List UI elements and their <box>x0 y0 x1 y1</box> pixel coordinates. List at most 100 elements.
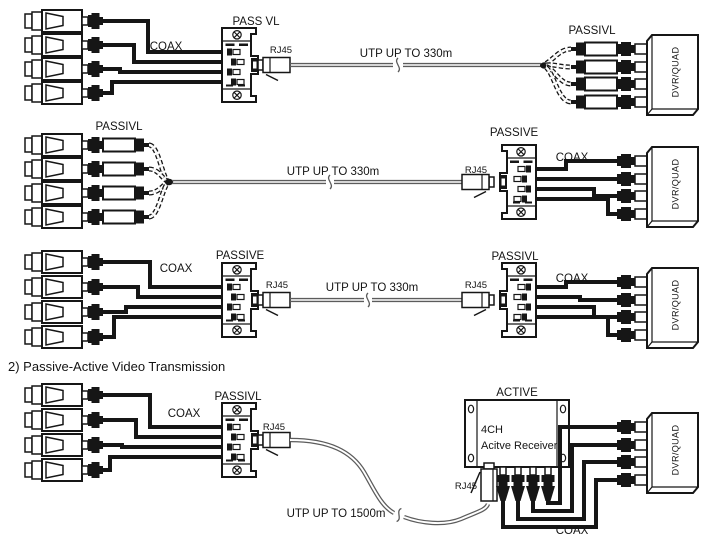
row4-passive-active: 4CH Acitve Receiver COAX PASSIVL RJ45 UT… <box>24 383 699 537</box>
dvr-quad-icon <box>616 267 699 349</box>
cable-break-icon <box>395 57 401 73</box>
camera-icon <box>24 33 104 57</box>
label-rj45: RJ45 <box>465 165 487 176</box>
coax-cable <box>103 43 214 64</box>
section-heading: 2) Passive-Active Video Transmission <box>8 359 225 374</box>
pigtail-balun-icon <box>102 185 150 201</box>
balun-4ch-icon <box>499 262 545 338</box>
label-dvr-quad: DVR/QUAD <box>671 47 681 98</box>
rj45-plug-icon <box>470 462 498 502</box>
coax-cable <box>544 159 619 171</box>
camera-icon <box>24 408 104 432</box>
bnc-plug-icon <box>510 466 526 502</box>
pigtail-balun-icon <box>570 41 618 57</box>
receiver-line1: 4CH <box>481 424 503 436</box>
rj45-plug-icon <box>257 431 291 457</box>
coax-cable <box>103 80 214 95</box>
label-coax: COAX <box>160 263 193 275</box>
camera-icon <box>24 81 104 105</box>
camera-icon <box>24 57 104 81</box>
twisted-pair <box>148 183 169 219</box>
label-rj45: RJ45 <box>266 280 288 291</box>
cable-splice-point <box>164 178 174 186</box>
rj45-plug-icon <box>461 291 495 317</box>
screw-hole-icon <box>467 453 475 463</box>
camera-icon <box>24 250 104 274</box>
coax-cable <box>544 280 619 289</box>
row1-passive-passive-coax-tx: COAX PASS VL RJ45 UTP UP TO 330m PASSIVL… <box>24 9 699 116</box>
label-tx-balun: PASSIVL <box>214 391 262 403</box>
coax-cable <box>544 197 619 216</box>
camera-icon <box>24 383 104 407</box>
label-coax: COAX <box>150 41 183 53</box>
pigtail-balun-icon <box>570 94 618 110</box>
rj45-plug-icon <box>257 56 291 82</box>
bnc-plug-icon <box>540 466 556 502</box>
balun-4ch-icon <box>499 144 545 220</box>
camera-icon <box>24 325 104 349</box>
dvr-quad-icon <box>616 34 699 116</box>
label-dvr-quad: DVR/QUAD <box>671 425 681 476</box>
coax-cable <box>544 315 619 337</box>
pigtail-balun-icon <box>102 161 150 177</box>
camera-icon <box>24 300 104 324</box>
balun-4ch-icon <box>213 402 259 478</box>
screw-hole-icon <box>559 404 567 414</box>
label-active: ACTIVE <box>496 387 538 399</box>
pigtail-balun-icon <box>102 137 150 153</box>
label-rj45: RJ45 <box>455 481 477 492</box>
label-rx-balun: PASSIVL <box>568 25 616 37</box>
label-tx-balun: PASSIVL <box>95 121 143 133</box>
coax-cable <box>103 443 214 449</box>
twisted-pair <box>545 66 572 104</box>
coax-cable <box>501 478 619 529</box>
camera-icon <box>24 157 104 181</box>
camera-icon <box>24 433 104 457</box>
label-rx-balun: PASSIVL <box>491 251 539 263</box>
coax-cable <box>103 418 214 439</box>
coax-cable <box>531 443 619 513</box>
label-coax: COAX <box>556 525 589 537</box>
label-utp: UTP UP TO 330m <box>326 282 418 294</box>
coax-cable <box>103 285 214 299</box>
coax-cable <box>546 425 619 505</box>
row2-passive-passive-coax-rx: PASSIVL UTP UP TO 330m RJ45 PASSIVE COAX… <box>24 121 699 229</box>
label-rj45: RJ45 <box>270 45 292 56</box>
label-coax: COAX <box>168 408 201 420</box>
cable-break-icon <box>394 507 404 523</box>
pigtail-balun-icon <box>570 76 618 92</box>
coax-cable <box>103 455 214 472</box>
label-utp: UTP UP TO 330m <box>287 166 379 178</box>
coax-cable <box>103 305 214 314</box>
label-rj45: RJ45 <box>263 422 285 433</box>
coax-cable <box>103 67 214 74</box>
receiver-line2: Acitve Receiver <box>481 440 558 452</box>
camera-icon <box>24 205 104 229</box>
label-tx-balun: PASSIVE <box>216 250 265 262</box>
camera-icon <box>24 458 104 482</box>
twisted-pair <box>148 143 169 181</box>
dvr-quad-icon <box>616 146 699 228</box>
label-utp: UTP UP TO 1500m <box>287 508 386 520</box>
bnc-plug-icon <box>525 466 541 502</box>
coax-cable <box>544 295 619 302</box>
row3-passive-passive-dual-rj45: COAX PASSIVE RJ45 UTP UP TO 330m RJ45 PA… <box>24 250 699 349</box>
rj45-plug-icon <box>461 173 495 199</box>
pigtail-balun-icon <box>102 209 150 225</box>
coax-cable <box>103 393 214 429</box>
screw-hole-icon <box>467 404 475 414</box>
coax-cable <box>103 19 214 54</box>
coax-cable <box>544 187 619 198</box>
utp-cable <box>289 439 395 514</box>
cable-break-icon <box>365 292 371 308</box>
twisted-pair <box>148 181 168 195</box>
balun-4ch-icon <box>213 262 259 338</box>
twisted-pair <box>545 47 572 65</box>
coax-cable <box>516 460 619 521</box>
balun-4ch-icon <box>213 27 259 103</box>
pigtail-balun-icon <box>570 59 618 75</box>
bnc-plug-icon <box>495 466 511 502</box>
camera-icon <box>24 133 104 157</box>
